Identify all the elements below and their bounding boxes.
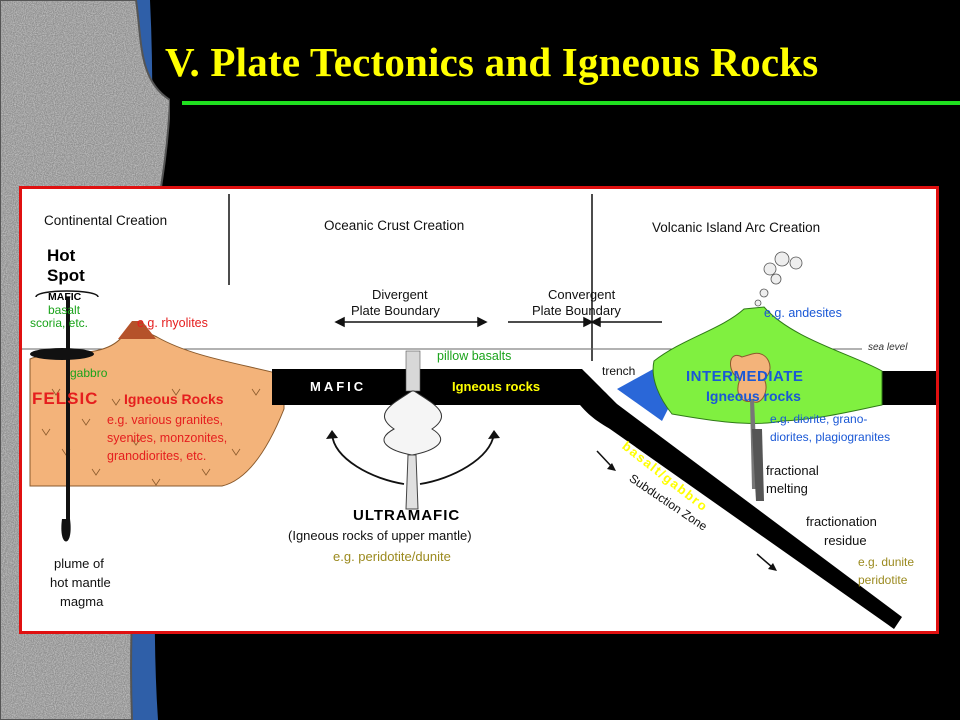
convergent-label-2: Plate Boundary (532, 303, 621, 318)
hot-spot-scoria: scoria, etc. (30, 316, 89, 330)
divergent-label-1: Divergent (372, 287, 428, 302)
convection-arrows (331, 433, 495, 485)
felsic-example-1: e.g. various granites, (107, 413, 224, 427)
mafic-oceanic-crust (272, 369, 902, 629)
residue-label-2: residue (824, 533, 867, 548)
subduction-arrow-1-head (607, 463, 616, 471)
hot-spot-basalt: basalt (48, 303, 81, 317)
convergent-label-1: Convergent (548, 287, 616, 302)
subduction-arrow-1 (596, 450, 613, 468)
residue-label-1: fractionation (806, 514, 877, 529)
hot-spot-chamber (30, 348, 94, 360)
ultramafic-label: ULTRAMAFIC (353, 507, 461, 524)
fractional-melt-root (752, 429, 764, 501)
residue-example-2: peridotite (858, 573, 908, 587)
intermediate-example-1: e.g. diorite, grano- (770, 412, 868, 426)
hot-spot-label-1: Hot (47, 246, 76, 265)
boundary-arrows (334, 316, 662, 328)
mafic-igneous-rocks-label: Igneous rocks (452, 379, 541, 394)
ultramafic-example: e.g. peridotite/dunite (333, 549, 451, 564)
pillow-basalts-label: pillow basalts (437, 349, 512, 363)
ridge-dike (405, 350, 421, 392)
sea-level-label: sea level (868, 342, 908, 353)
felsic-label: FELSIC (32, 389, 99, 408)
plume-label-1: plume of (54, 556, 104, 571)
hot-spot-label-2: Spot (47, 266, 85, 285)
tectonics-diagram (22, 194, 936, 629)
hot-spot-mafic-label: MAFIC (48, 291, 82, 303)
plume-label-3: magma (60, 594, 104, 609)
slide-title: V. Plate Tectonics and Igneous Rocks (165, 39, 819, 85)
hot-spot-gabbro: gabbro (70, 366, 108, 380)
mafic-bracket (35, 290, 99, 298)
hot-spot-pipe (66, 297, 70, 519)
subduction-arrow-2 (756, 553, 773, 568)
felsic-example-3: granodiorites, etc. (107, 449, 207, 463)
felsic-example-2: syenites, monzonites, (107, 431, 228, 445)
convection-arrowhead-right (488, 430, 500, 439)
ultramafic-stem (405, 454, 419, 510)
ultramafic-description: (Igneous rocks of upper mantle) (288, 528, 472, 543)
fractional-label-1: fractional (766, 463, 819, 478)
plume-label-2: hot mantle (50, 575, 111, 590)
convection-arrowhead-left (326, 430, 338, 439)
title-underline (182, 101, 960, 105)
mantle-plume (61, 519, 71, 542)
andesites-label: e.g. andesites (764, 306, 842, 320)
header-island-arc-creation: Volcanic Island Arc Creation (652, 220, 821, 235)
subduction-arrow-2-head (768, 563, 777, 571)
rhyolites-label: e.g. rhyolites (137, 316, 208, 330)
intermediate-example-2: diorites, plagiogranites (770, 430, 891, 444)
felsic-igneous-rocks: Igneous Rocks (124, 391, 224, 407)
volcanic-plume (754, 251, 803, 307)
rhyolite-volcano (118, 321, 156, 339)
divergent-label-2: Plate Boundary (351, 303, 440, 318)
header-continental-creation: Continental Creation (44, 213, 168, 228)
arc-mafic-root (882, 371, 936, 405)
diagram-frame: Continental Creation Oceanic Crust Creat… (19, 186, 939, 634)
trench-label: trench (602, 364, 636, 378)
mafic-band-label: MAFIC (310, 379, 367, 394)
fractional-label-2: melting (766, 481, 808, 496)
header-oceanic-crust-creation: Oceanic Crust Creation (324, 218, 465, 233)
intermediate-igneous-rocks: Igneous rocks (706, 388, 801, 404)
residue-example-1: e.g. dunite (858, 555, 915, 569)
intermediate-label: INTERMEDIATE (686, 368, 804, 385)
